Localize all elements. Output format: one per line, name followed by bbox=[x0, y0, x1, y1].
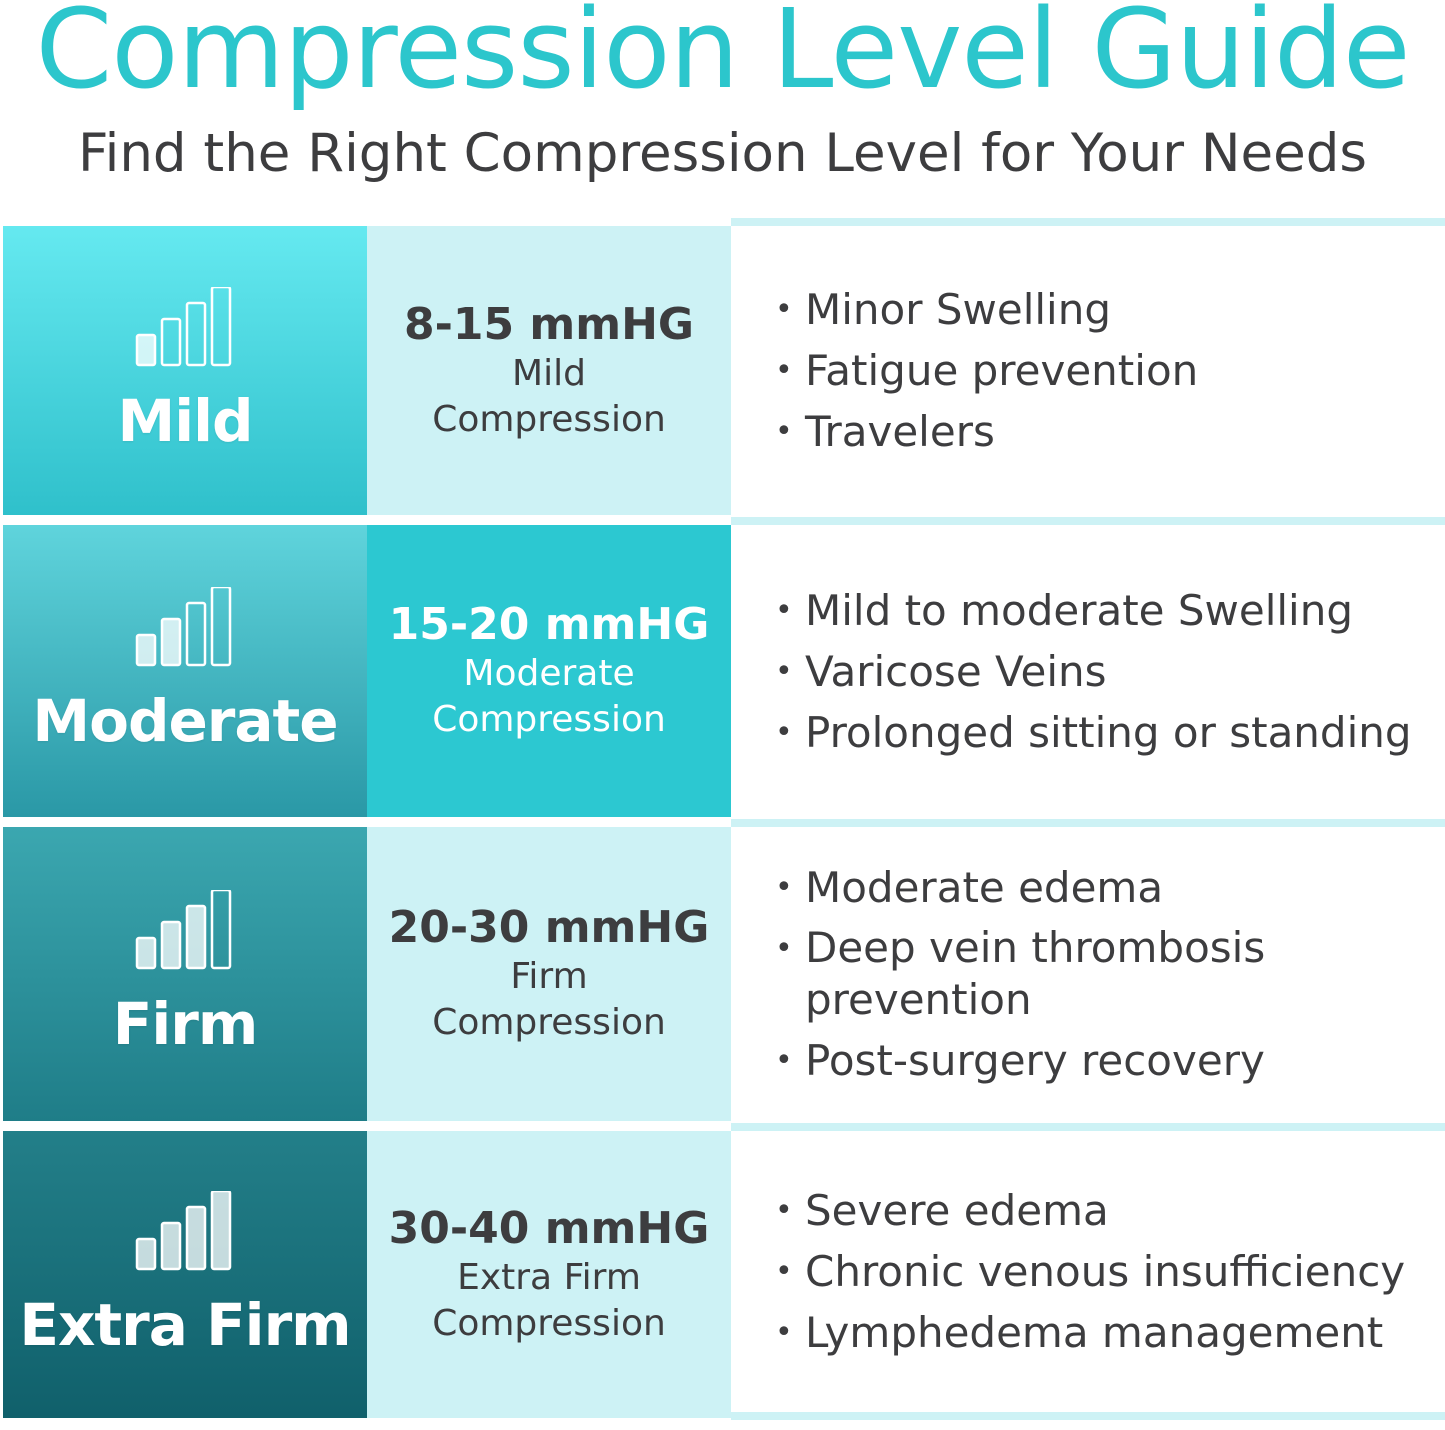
use-item: •Deep vein thrombosis prevention bbox=[731, 918, 1445, 1030]
signal-bar-4 bbox=[210, 890, 232, 970]
level-cell-firm: Firm bbox=[3, 827, 367, 1121]
compression-label-line1: Moderate bbox=[463, 653, 635, 694]
level-name: Firm bbox=[112, 990, 259, 1058]
level-row-firm: Firm 20-30 mmHG Firm Compression •Modera… bbox=[0, 819, 1445, 1121]
bullet-icon: • bbox=[775, 931, 793, 966]
bullet-icon: • bbox=[775, 1315, 793, 1350]
page-subtitle: Find the Right Compression Level for You… bbox=[77, 123, 1367, 184]
signal-bar-1 bbox=[135, 333, 157, 366]
compression-label-line1: Firm bbox=[510, 956, 588, 997]
use-item: •Prolonged sitting or standing bbox=[731, 702, 1445, 763]
uses-list-moderate: •Mild to moderate Swelling •Varicose Vei… bbox=[731, 517, 1445, 817]
level-name: Mild bbox=[117, 386, 254, 455]
compression-label-line1: Mild bbox=[512, 352, 586, 394]
signal-bar-3 bbox=[185, 601, 207, 667]
level-cell-mild: Mild bbox=[3, 226, 367, 515]
pressure-cell-moderate: 15-20 mmHG Moderate Compression bbox=[367, 525, 731, 817]
bullet-icon: • bbox=[775, 1043, 793, 1078]
level-row-moderate: Moderate 15-20 mmHG Moderate Compression… bbox=[0, 517, 1445, 817]
level-cell-moderate: Moderate bbox=[3, 525, 367, 817]
pressure-range: 30-40 mmHG bbox=[388, 1202, 710, 1254]
uses-list-firm: •Moderate edema •Deep vein thrombosis pr… bbox=[731, 819, 1445, 1121]
use-item: •Minor Swelling bbox=[731, 279, 1445, 340]
signal-bar-4 bbox=[210, 587, 232, 667]
signal-bar-1 bbox=[135, 1237, 157, 1270]
signal-bar-3 bbox=[185, 301, 207, 366]
use-item: •Severe edema bbox=[731, 1180, 1445, 1241]
bullet-icon: • bbox=[775, 1254, 793, 1289]
uses-list-mild: •Minor Swelling •Fatigue prevention •Tra… bbox=[731, 218, 1445, 515]
signal-bar-1 bbox=[135, 633, 157, 667]
bullet-icon: • bbox=[775, 414, 793, 449]
use-item: •Lymphedema management bbox=[731, 1302, 1445, 1363]
bullet-icon: • bbox=[775, 353, 793, 388]
signal-bars-icon bbox=[135, 286, 232, 366]
use-item: •Chronic venous insufficiency bbox=[731, 1241, 1445, 1302]
use-item: •Varicose Veins bbox=[731, 641, 1445, 702]
use-item: •Travelers bbox=[731, 401, 1445, 462]
bullet-icon: • bbox=[775, 292, 793, 327]
signal-bars-icon bbox=[135, 890, 232, 970]
pressure-range: 20-30 mmHG bbox=[388, 902, 710, 953]
use-item: •Moderate edema bbox=[731, 857, 1445, 918]
level-name: Moderate bbox=[32, 687, 338, 755]
compression-label-line2: Compression bbox=[432, 1002, 666, 1043]
level-name: Extra Firm bbox=[19, 1290, 351, 1359]
use-item: •Post-surgery recovery bbox=[731, 1030, 1445, 1091]
compression-label-line2: Compression bbox=[432, 1302, 666, 1344]
signal-bar-3 bbox=[185, 904, 207, 970]
signal-bar-2 bbox=[160, 317, 182, 366]
pressure-range: 8-15 mmHG bbox=[403, 298, 695, 350]
signal-bar-4 bbox=[210, 286, 232, 366]
bullet-icon: • bbox=[775, 870, 793, 905]
pressure-cell-firm: 20-30 mmHG Firm Compression bbox=[367, 827, 731, 1121]
use-item: •Mild to moderate Swelling bbox=[731, 580, 1445, 641]
signal-bar-2 bbox=[160, 920, 182, 970]
bullet-icon: • bbox=[775, 653, 793, 689]
compression-label-line2: Compression bbox=[432, 398, 666, 440]
bullet-icon: • bbox=[775, 592, 793, 628]
bullet-icon: • bbox=[775, 1193, 793, 1228]
compression-label-line1: Extra Firm bbox=[457, 1256, 641, 1298]
level-row-mild: Mild 8-15 mmHG Mild Compression •Minor S… bbox=[0, 218, 1445, 515]
signal-bar-1 bbox=[135, 936, 157, 970]
bullet-icon: • bbox=[775, 714, 793, 750]
signal-bar-2 bbox=[160, 617, 182, 667]
use-item: •Fatigue prevention bbox=[731, 340, 1445, 401]
pressure-cell-mild: 8-15 mmHG Mild Compression bbox=[367, 226, 731, 515]
signal-bars-icon bbox=[135, 1190, 232, 1270]
uses-list-extra-firm: •Severe edema •Chronic venous insufficie… bbox=[731, 1123, 1445, 1420]
compression-label-line2: Compression bbox=[432, 699, 666, 740]
signal-bar-3 bbox=[185, 1205, 207, 1270]
signal-bar-4 bbox=[210, 1190, 232, 1270]
page-title: Compression Level Guide bbox=[35, 0, 1410, 113]
pressure-cell-extra-firm: 30-40 mmHG Extra Firm Compression bbox=[367, 1131, 731, 1418]
level-row-extra-firm: Extra Firm 30-40 mmHG Extra Firm Compres… bbox=[0, 1123, 1445, 1430]
signal-bars-icon bbox=[135, 587, 232, 667]
pressure-range: 15-20 mmHG bbox=[388, 599, 710, 650]
signal-bar-2 bbox=[160, 1221, 182, 1270]
level-cell-extra-firm: Extra Firm bbox=[3, 1131, 367, 1418]
